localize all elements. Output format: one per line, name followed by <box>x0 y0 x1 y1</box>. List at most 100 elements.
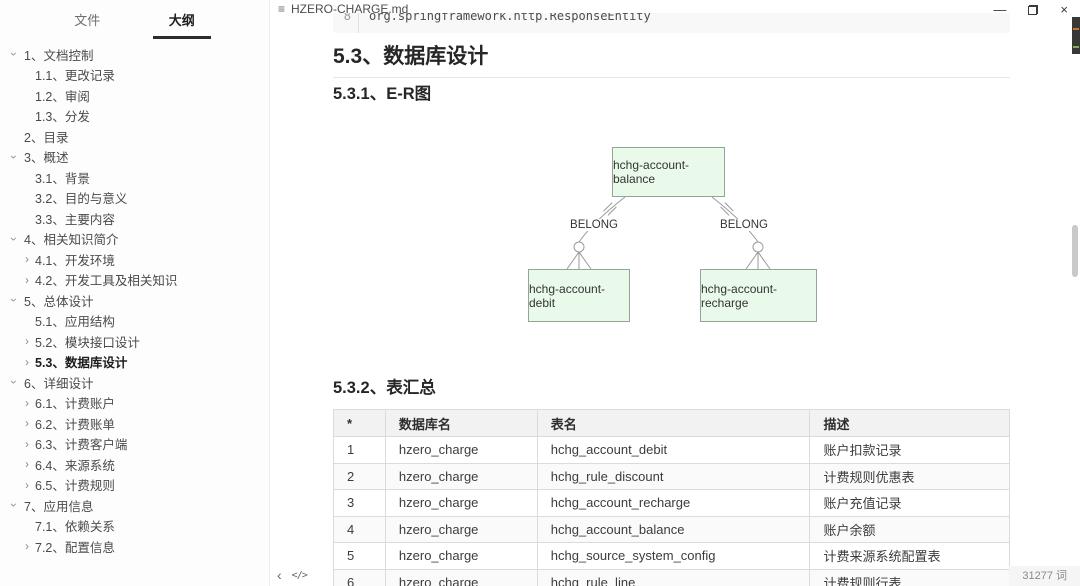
chevron-down-icon[interactable]: › <box>7 380 21 384</box>
table-cell[interactable]: 5 <box>333 542 386 570</box>
outline-item-label: 5、总体设计 <box>24 294 94 309</box>
outline-item[interactable]: 3.2、目的与意义 <box>0 188 269 209</box>
outline-item[interactable]: 1.2、审阅 <box>0 85 269 106</box>
table-cell[interactable]: hzero_charge <box>384 436 538 464</box>
er-subheading[interactable]: 5.3.1、E-R图 <box>333 85 432 103</box>
outline-item[interactable]: ›7、应用信息 <box>0 495 269 516</box>
chevron-down-icon[interactable]: › <box>7 52 21 56</box>
table-cell[interactable]: 6 <box>333 568 386 586</box>
table-cell[interactable]: hzero_charge <box>384 542 538 570</box>
outline-item[interactable]: ›4.1、开发环境 <box>0 249 269 270</box>
code-line-text: org.springframework.http.ResponseEntity <box>369 13 651 23</box>
outline-item[interactable]: 5.1、应用结构 <box>0 311 269 332</box>
tab-outline[interactable]: 大纲 <box>135 10 230 43</box>
outline-item[interactable]: ›5.3、数据库设计 <box>0 352 269 373</box>
table-cell[interactable]: 账户扣款记录 <box>809 436 1010 464</box>
document-tab[interactable]: ≡ HZERO-CHARGE.md <box>278 2 408 16</box>
chevron-down-icon[interactable]: › <box>7 154 21 159</box>
table-cell[interactable]: 账户充值记录 <box>809 489 1010 517</box>
outline-item[interactable]: 3.3、主要内容 <box>0 208 269 229</box>
chevron-right-icon[interactable]: › <box>25 252 29 267</box>
table-cell[interactable]: 账户余额 <box>809 515 1010 543</box>
table-header-cell[interactable]: 表名 <box>536 409 811 437</box>
table-cell[interactable]: 2 <box>333 462 386 490</box>
chevron-right-icon[interactable]: › <box>25 334 29 349</box>
close-button[interactable]: × <box>1060 2 1068 17</box>
chevron-down-icon[interactable]: › <box>7 503 21 507</box>
chevron-right-icon[interactable]: › <box>25 416 29 431</box>
table-cell[interactable]: hzero_charge <box>384 489 538 517</box>
table-cell[interactable]: hzero_charge <box>384 515 538 543</box>
outline-item-label: 6.4、来源系统 <box>35 458 115 473</box>
word-count[interactable]: 31277 词 <box>1009 566 1080 586</box>
table-cell[interactable]: 1 <box>333 436 386 464</box>
cardinality-zero-circle-left <box>573 241 585 253</box>
chevron-down-icon[interactable]: › <box>7 236 21 241</box>
outline-item-label: 3、概述 <box>24 151 69 166</box>
outline-item[interactable]: ›5.2、模块接口设计 <box>0 331 269 352</box>
scrollbar-thumb[interactable] <box>1072 225 1078 277</box>
table-header-cell[interactable]: 数据库名 <box>384 409 538 437</box>
outline-item[interactable]: ›4、相关知识简介 <box>0 229 269 250</box>
chevron-right-icon[interactable]: › <box>25 457 29 472</box>
er-diagram[interactable]: hchg-account-balance hchg-account-debit … <box>500 140 850 335</box>
outline-item[interactable]: ›5、总体设计 <box>0 290 269 311</box>
sidebar-toggle-icon[interactable]: ‹ <box>277 567 282 583</box>
chevron-right-icon[interactable]: › <box>25 436 29 451</box>
footer-toolbar: ‹ </> <box>277 567 308 583</box>
table-header-cell[interactable]: 描述 <box>809 409 1010 437</box>
table-cell[interactable]: hchg_rule_discount <box>536 462 811 490</box>
sidebar-tabs: 文件 大纲 <box>0 0 269 43</box>
cardinality-zero-circle-right <box>752 241 764 253</box>
outline-item[interactable]: ›6.2、计费账单 <box>0 413 269 434</box>
table-cell[interactable]: hchg_account_balance <box>536 515 811 543</box>
outline-item[interactable]: 1.3、分发 <box>0 106 269 127</box>
chevron-right-icon[interactable]: › <box>25 272 29 287</box>
table-cell[interactable]: hchg_source_system_config <box>536 542 811 570</box>
restore-button[interactable] <box>1028 5 1039 15</box>
clipped-code-block[interactable]: 8 org.springframework.http.ResponseEntit… <box>333 13 1010 33</box>
table-subheading[interactable]: 5.3.2、表汇总 <box>333 379 436 397</box>
table-cell[interactable]: hzero_charge <box>384 462 538 490</box>
crows-foot-left <box>566 251 592 270</box>
chevron-right-icon[interactable]: › <box>25 539 29 554</box>
table-cell[interactable]: hchg_account_debit <box>536 436 811 464</box>
chevron-right-icon[interactable]: › <box>25 477 29 492</box>
outline-item[interactable]: ›1、文档控制 <box>0 44 269 65</box>
table-cell[interactable]: 4 <box>333 515 386 543</box>
outline-item[interactable]: ›6、详细设计 <box>0 372 269 393</box>
er-entity-recharge: hchg-account-recharge <box>700 269 817 322</box>
table-cell[interactable]: 计费来源系统配置表 <box>809 542 1010 570</box>
table-cell[interactable]: hchg_account_recharge <box>536 489 811 517</box>
hamburger-menu-icon[interactable]: ≡ <box>278 2 286 16</box>
table-cell[interactable]: 3 <box>333 489 386 517</box>
section-heading[interactable]: 5.3、数据库设计 <box>333 40 1010 78</box>
outline-item[interactable]: ›6.1、计费账户 <box>0 393 269 414</box>
outline-item[interactable]: 7.1、依赖关系 <box>0 516 269 537</box>
outline-item[interactable]: › 6.4、来源系统 <box>0 454 269 475</box>
table-cell[interactable]: hzero_charge <box>384 568 538 586</box>
source-code-mode-icon[interactable]: </> <box>291 569 308 581</box>
tab-files[interactable]: 文件 <box>74 13 101 28</box>
outline-item[interactable]: ›6.5、计费规则 <box>0 475 269 496</box>
outline-item[interactable]: › 6.3、计费客户端 <box>0 434 269 455</box>
table-cell[interactable]: 计费规则优惠表 <box>809 462 1010 490</box>
table-cell[interactable]: hchg_rule_line <box>536 568 811 586</box>
table-header-cell[interactable]: * <box>333 409 386 437</box>
outline-item[interactable]: 3.1、背景 <box>0 167 269 188</box>
table-cell[interactable]: 计费规则行表 <box>809 568 1010 586</box>
chevron-down-icon[interactable]: › <box>7 298 21 302</box>
outline-item-label: 6.3、计费客户端 <box>35 438 128 453</box>
editor-pane: ≡ HZERO-CHARGE.md — × 8 org.springframew… <box>270 0 1080 586</box>
outline-item[interactable]: ›3、概述 <box>0 147 269 168</box>
outline-item[interactable]: ›7.2、配置信息 <box>0 536 269 557</box>
er-entity-balance: hchg-account-balance <box>612 147 725 197</box>
outline-item[interactable]: 2、目录 <box>0 126 269 147</box>
outline-item[interactable]: 1.1、更改记录 <box>0 65 269 86</box>
outline-item[interactable]: ›4.2、开发工具及相关知识 <box>0 270 269 291</box>
chevron-right-icon[interactable]: › <box>25 395 29 410</box>
chevron-right-icon[interactable]: › <box>25 354 29 369</box>
